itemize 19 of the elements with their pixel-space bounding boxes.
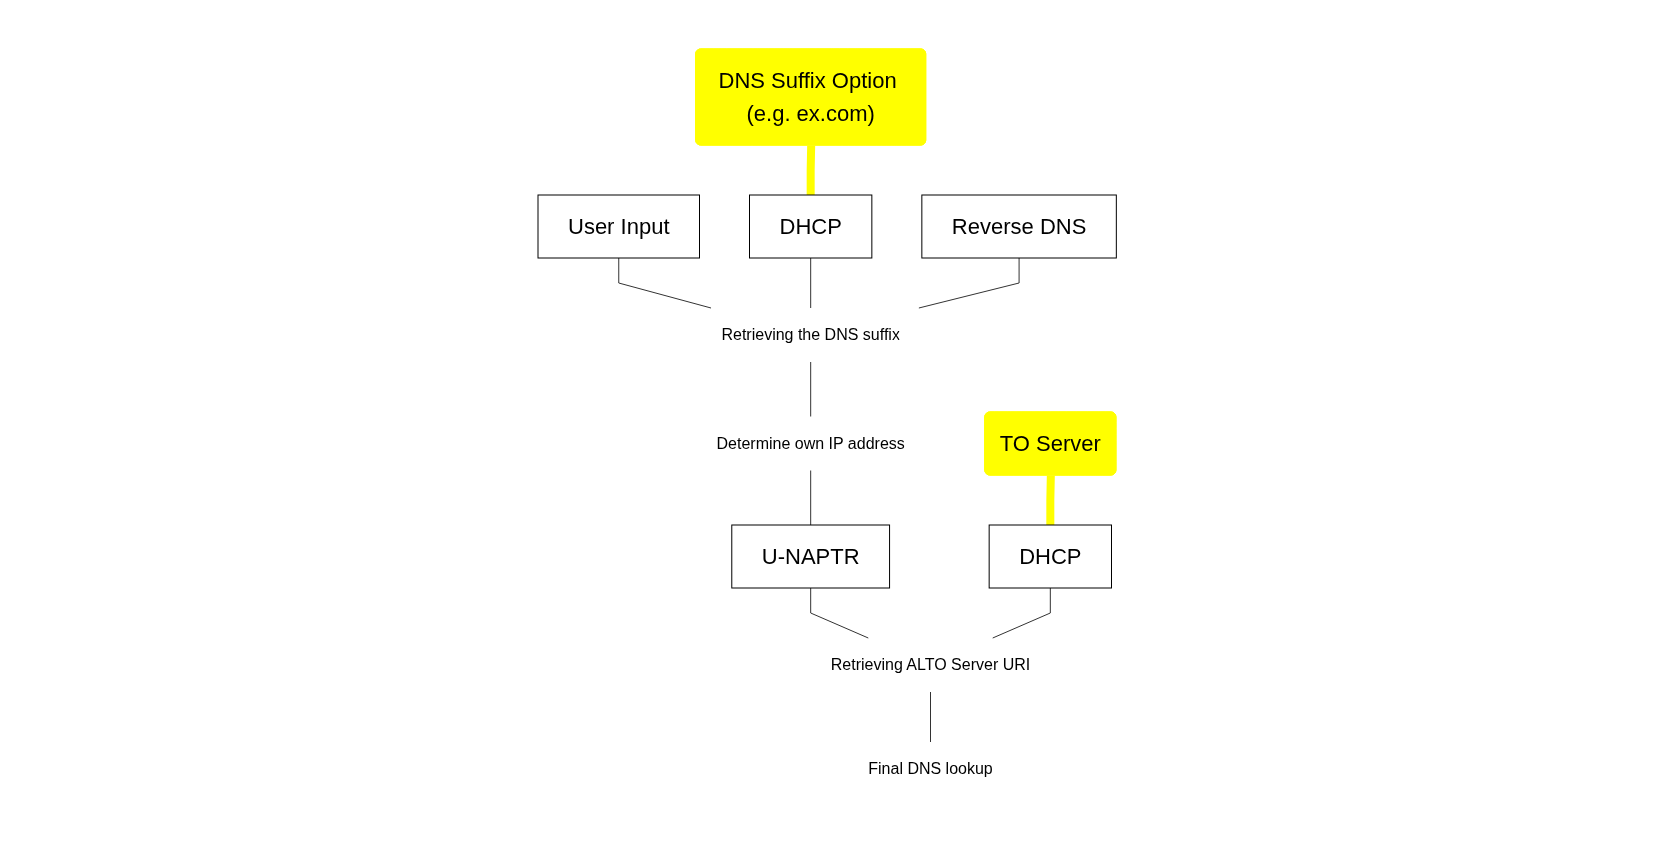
connector <box>810 361 811 417</box>
connector <box>806 144 815 195</box>
connector <box>810 587 869 638</box>
connector <box>918 257 1020 308</box>
node-box: U-NAPTR <box>731 524 890 588</box>
node-box: DHCP <box>988 524 1112 588</box>
connector <box>929 691 931 742</box>
node-text: Retrieving ALTO Server URI <box>830 655 1031 673</box>
connector <box>1046 474 1055 525</box>
node-box: Reverse DNS <box>921 194 1117 258</box>
node-box: User Input <box>537 194 700 258</box>
connector <box>992 587 1051 638</box>
node-text: Final DNS lookup <box>868 759 993 777</box>
node-box: DHCP <box>748 194 873 258</box>
connector <box>810 469 811 525</box>
connector <box>618 257 712 308</box>
node-text: Retrieving the DNS suffix <box>721 325 900 343</box>
connector <box>810 257 811 308</box>
node-text: Determine own IP address <box>716 434 905 451</box>
